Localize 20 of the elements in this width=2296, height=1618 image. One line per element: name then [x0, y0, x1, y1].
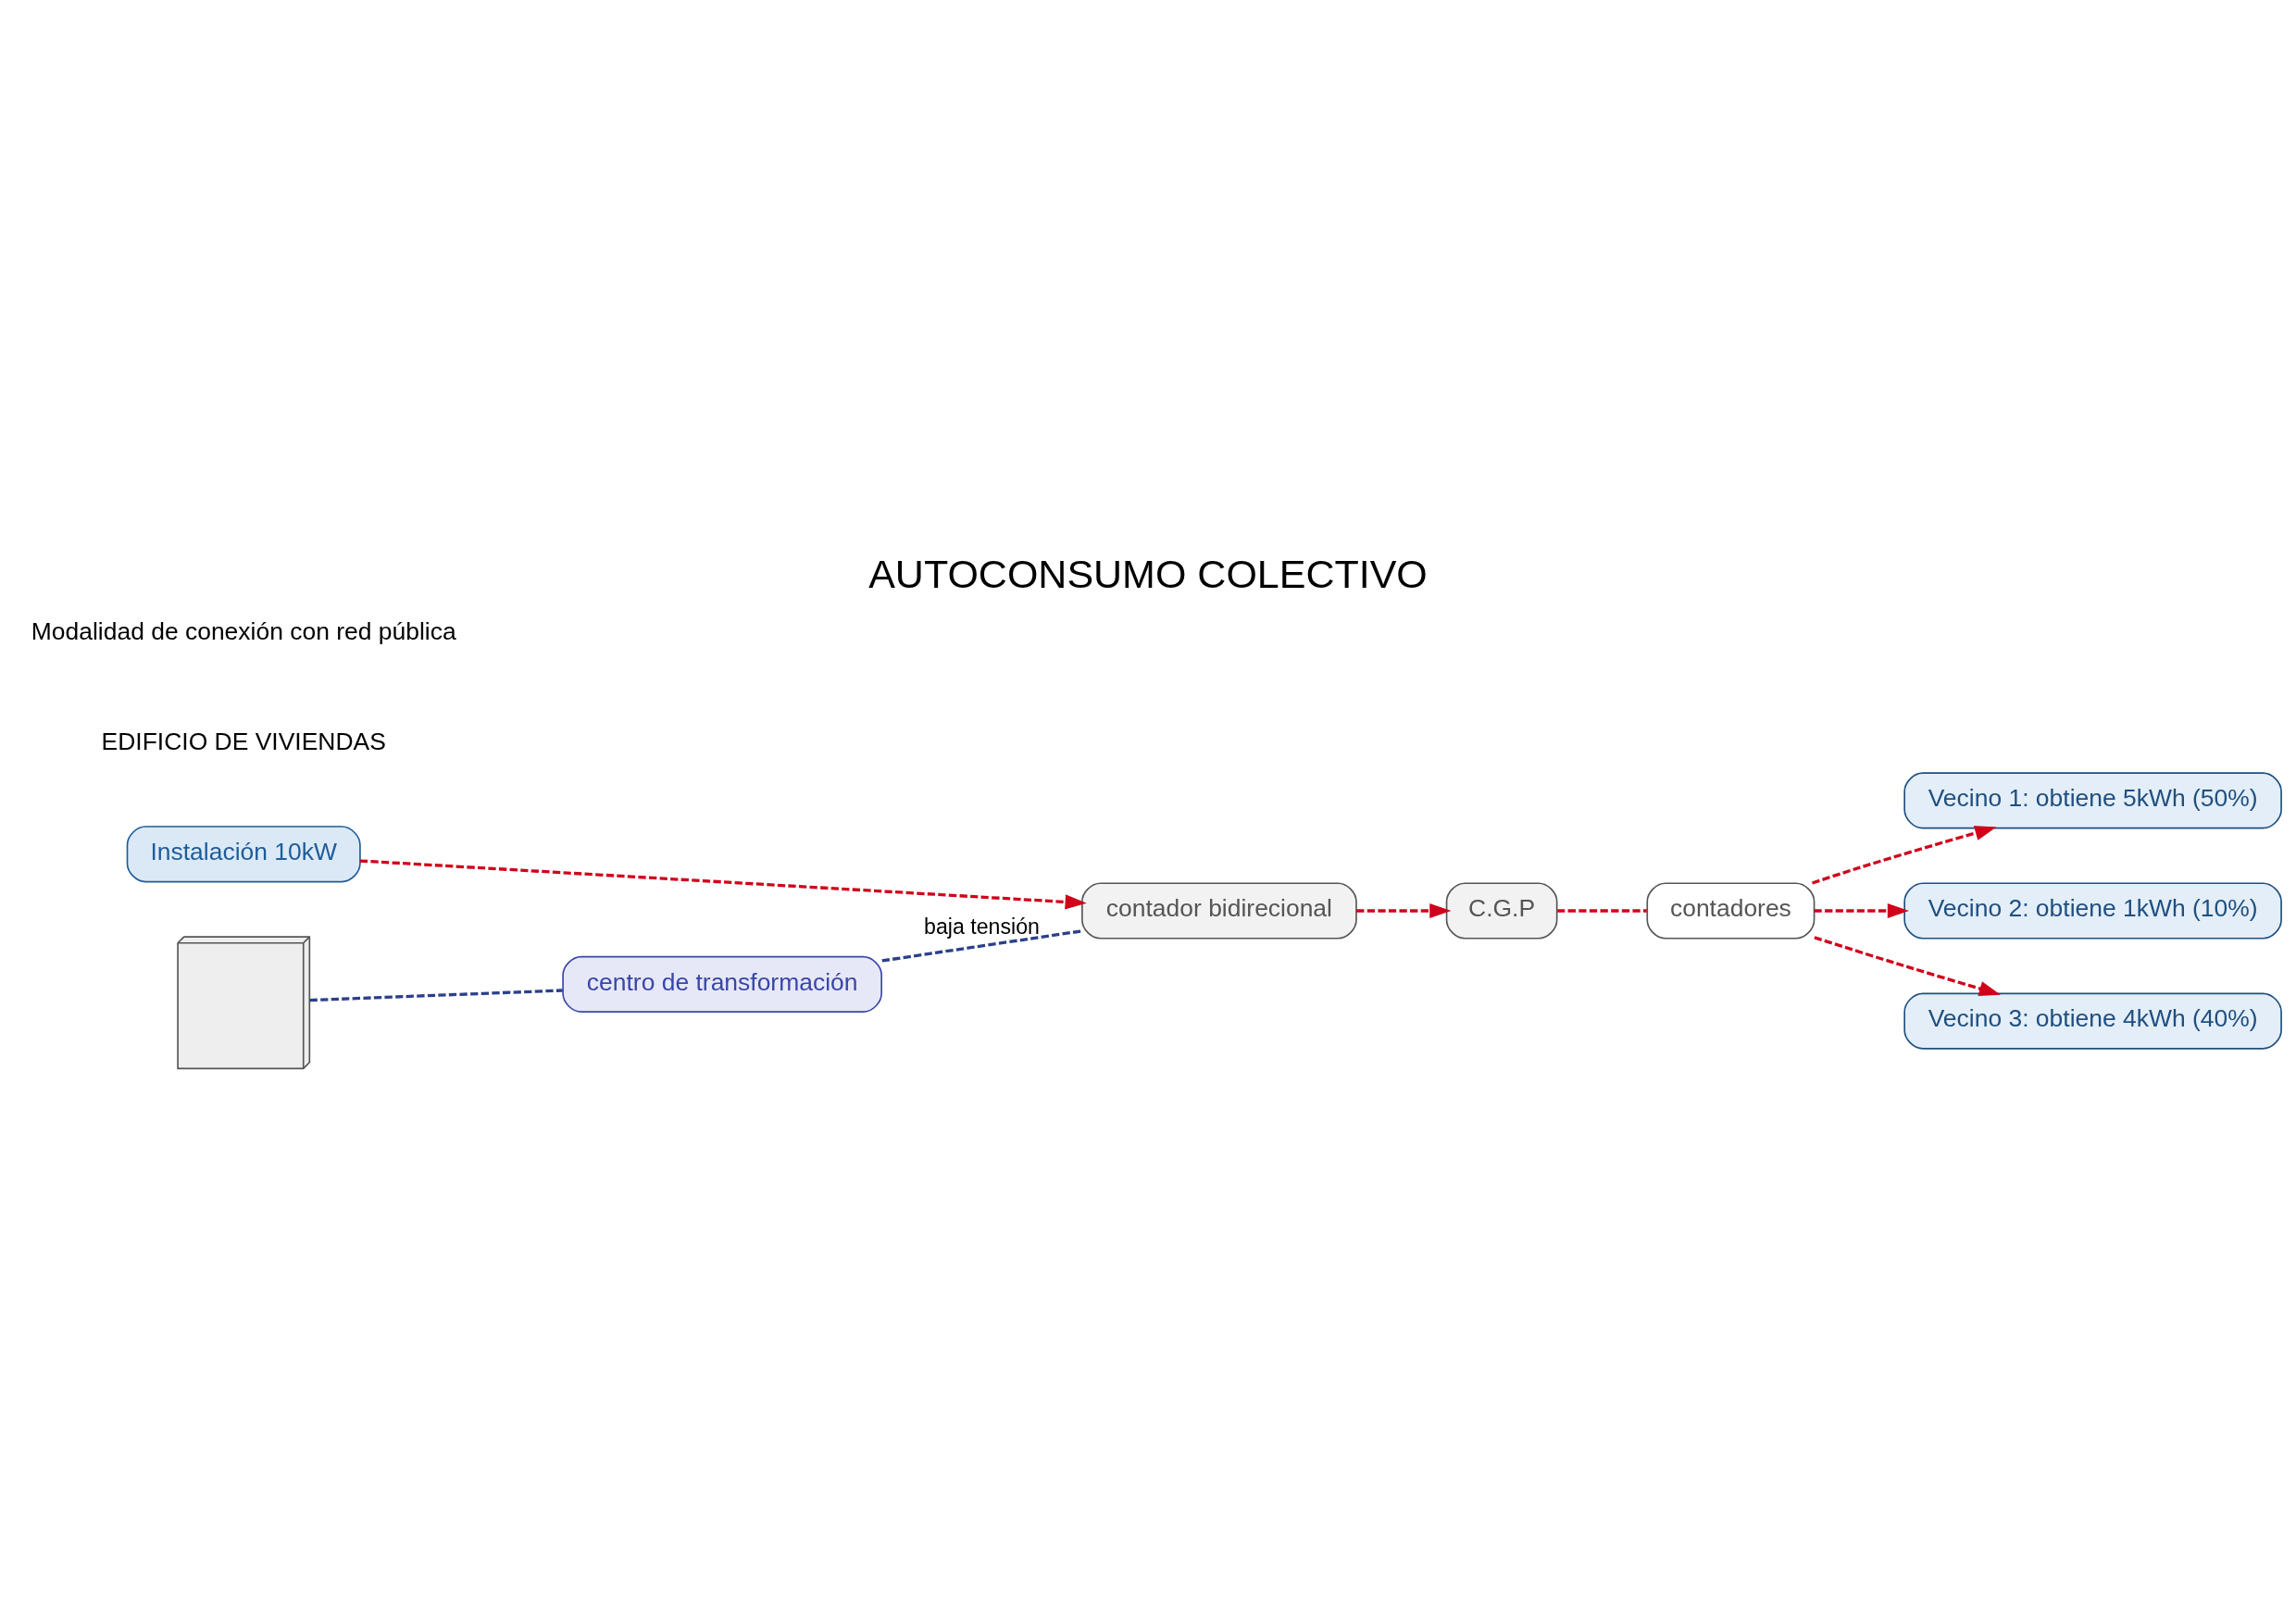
diagram-title: AUTOCONSUMO COLECTIVO [868, 551, 1428, 596]
node-box: centro de transformación [562, 955, 882, 1013]
node-box: contador bidirecional [1081, 882, 1357, 940]
node-box: contadores [1646, 882, 1816, 940]
node-box: Vecino 2: obtiene 1kWh (10%) [1903, 882, 2282, 940]
arrow [1814, 936, 2001, 996]
arrow [1811, 826, 1997, 885]
node-box: Vecino 1: obtiene 5kWh (50%) [1903, 772, 2282, 829]
connector [881, 929, 1082, 963]
node-box: Instalación 10kW [126, 826, 361, 883]
edge-label: baja tensión [924, 915, 1040, 940]
connector [309, 989, 563, 1002]
label: Modalidad de conexión con red pública [31, 616, 456, 645]
connector [1557, 909, 1647, 913]
arrow [359, 859, 1087, 910]
arrow [1814, 902, 1910, 919]
label: EDIFICIO DE VIVIENDAS [101, 727, 386, 755]
node-box: C.G.P [1445, 882, 1558, 940]
node-box: Vecino 3: obtiene 4kWh (40%) [1903, 992, 2282, 1050]
arrow [1356, 902, 1452, 919]
